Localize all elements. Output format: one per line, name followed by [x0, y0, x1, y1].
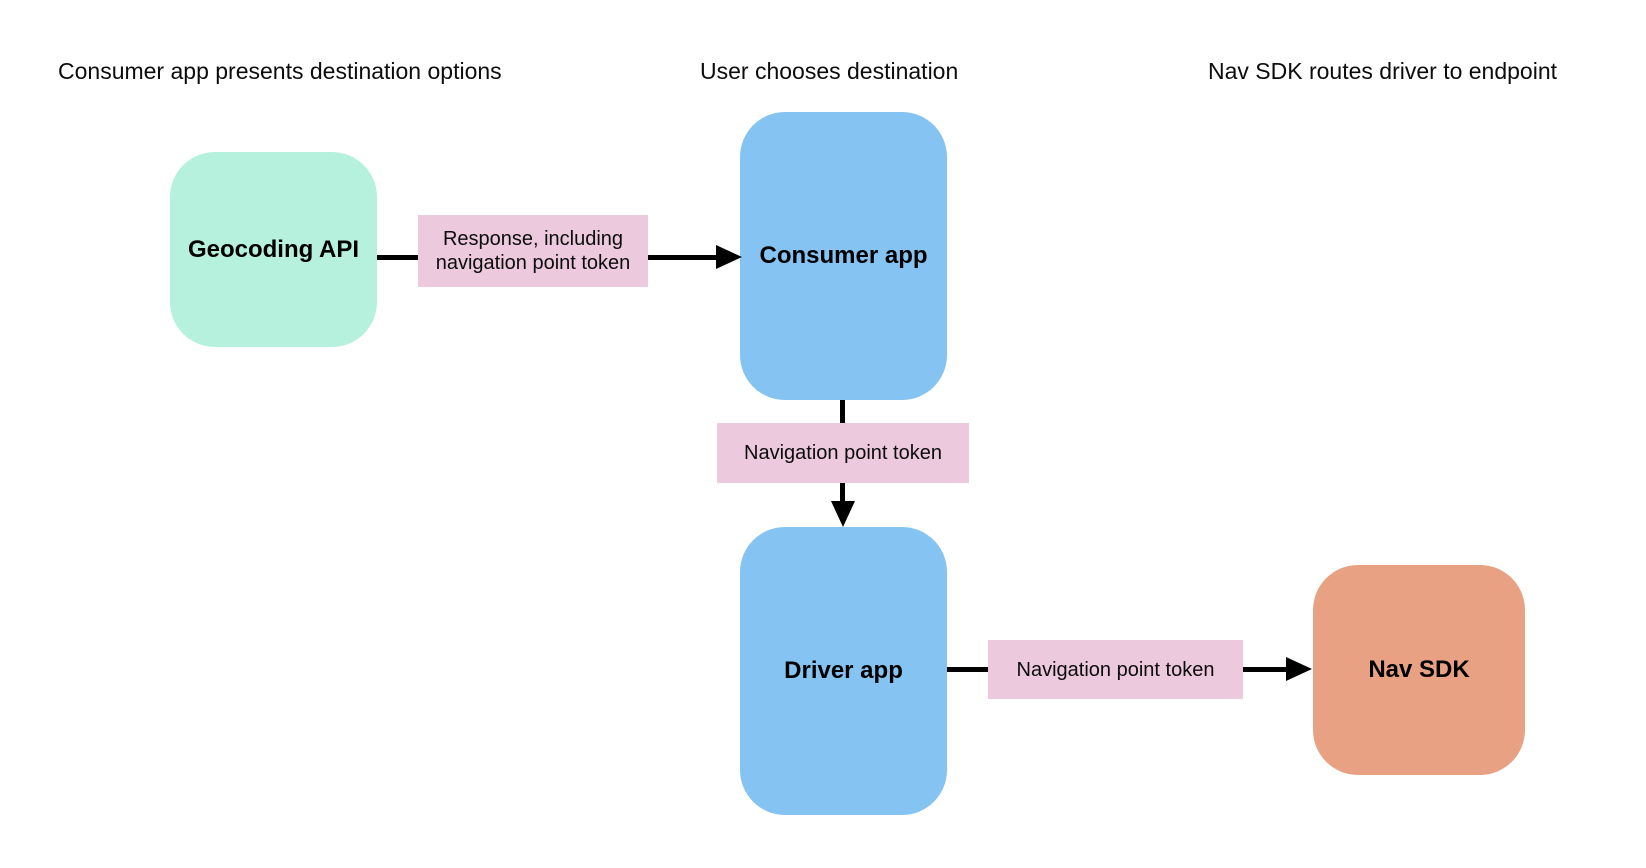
edge-geocoding-consumer-shaft-right: [648, 255, 716, 260]
node-geocoding-api: Geocoding API: [170, 152, 377, 347]
node-nav-sdk: Nav SDK: [1313, 565, 1525, 775]
column-header-nav-sdk-routes: Nav SDK routes driver to endpoint: [1208, 58, 1558, 84]
edge-consumer-driver-shaft-top: [840, 400, 845, 423]
arrowhead-down-icon: [831, 501, 855, 527]
node-geocoding-api-label: Geocoding API: [187, 235, 360, 263]
node-consumer-app-label: Consumer app: [759, 242, 928, 269]
arrowhead-right-icon: [1286, 657, 1312, 681]
node-driver-app: Driver app: [740, 527, 947, 815]
edge-geocoding-consumer-shaft-left: [377, 255, 418, 260]
edge-consumer-driver-label: Navigation point token: [717, 423, 969, 483]
edge-geocoding-consumer-label: Response, including navigation point tok…: [418, 215, 648, 287]
column-header-user-chooses: User chooses destination: [700, 58, 959, 84]
node-nav-sdk-label: Nav SDK: [1368, 656, 1470, 683]
node-driver-app-label: Driver app: [784, 657, 903, 684]
node-consumer-app: Consumer app: [740, 112, 947, 400]
edge-consumer-driver-shaft-bottom: [840, 483, 845, 502]
column-header-consumer-presents: Consumer app presents destination option…: [58, 58, 502, 84]
edge-driver-navsdk-shaft-left: [947, 667, 988, 672]
edge-driver-navsdk-shaft-right: [1243, 667, 1287, 672]
edge-driver-navsdk-label: Navigation point token: [988, 640, 1243, 699]
arrowhead-right-icon: [716, 245, 742, 269]
